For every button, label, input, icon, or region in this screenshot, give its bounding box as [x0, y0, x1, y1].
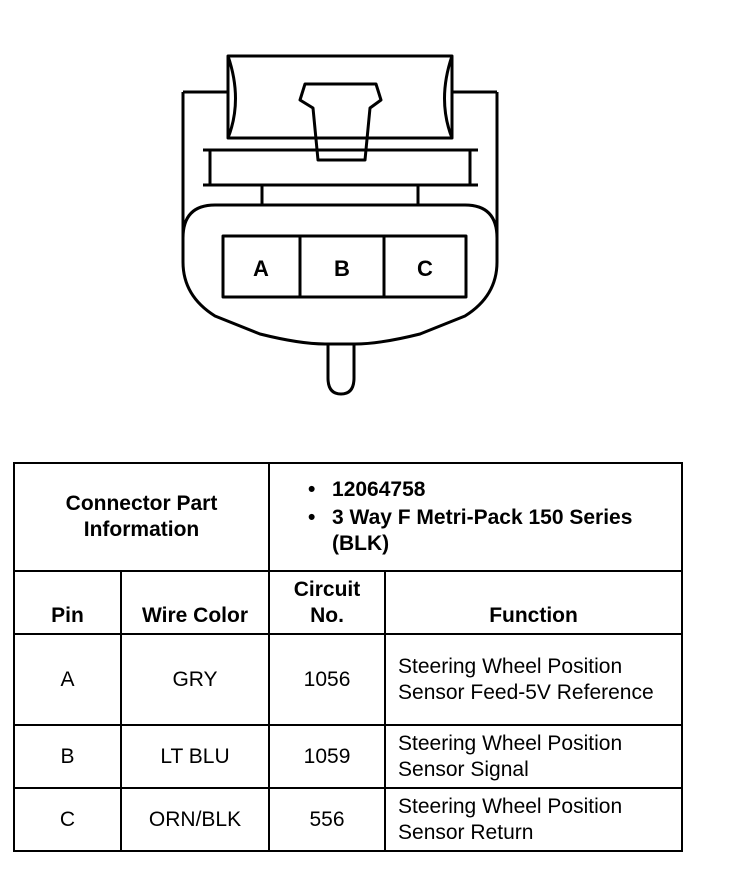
table-row: A GRY 1056 Steering Wheel Position Senso… [13, 633, 684, 726]
wire-color-cell: LT BLU [119, 724, 271, 789]
pin-cavity-frame [221, 234, 468, 299]
part-info-item: •3 Way F Metri-Pack 150 Series (BLK) [308, 506, 633, 555]
part-info-label: Connector Part Information [12, 462, 271, 572]
column-header-function: Function [384, 570, 684, 635]
connector-key-tab [326, 344, 356, 396]
table-row: C ORN/BLK 556 Steering Wheel Position Se… [13, 787, 684, 852]
table-row: B LT BLU 1059 Steering Wheel Position Se… [13, 724, 684, 789]
circuit-cell: 1056 [268, 633, 387, 726]
circuit-cell: 1059 [268, 724, 387, 789]
function-cell: Steering Wheel Position Sensor Signal [384, 724, 684, 789]
column-header-pin: Pin [13, 570, 122, 635]
function-cell: Steering Wheel Position Sensor Return [384, 787, 684, 852]
pin-cell: B [13, 724, 122, 789]
connector-latch-tab [298, 82, 383, 162]
part-info-item: •12064758 [308, 478, 426, 501]
circuit-cell: 556 [268, 787, 387, 852]
function-cell: Steering Wheel Position Sensor Feed-5V R… [384, 633, 684, 726]
pin-cell: C [13, 787, 122, 852]
connector-latch-housing [226, 54, 454, 140]
pin-label-b: B [334, 256, 350, 281]
pin-cell: A [13, 633, 122, 726]
column-header-circuit: Circuit No. [268, 570, 387, 635]
wire-color-cell: GRY [119, 633, 271, 726]
part-info-list: •12064758 •3 Way F Metri-Pack 150 Series… [268, 462, 684, 572]
column-header-wire-color: Wire Color [119, 570, 271, 635]
connector-info-table: Connector Part Information •12064758 •3 … [12, 462, 684, 852]
pin-label-c: C [417, 256, 433, 281]
connector-diagram: A B C [181, 54, 499, 396]
wire-color-cell: ORN/BLK [119, 787, 271, 852]
pin-label-a: A [253, 256, 269, 281]
